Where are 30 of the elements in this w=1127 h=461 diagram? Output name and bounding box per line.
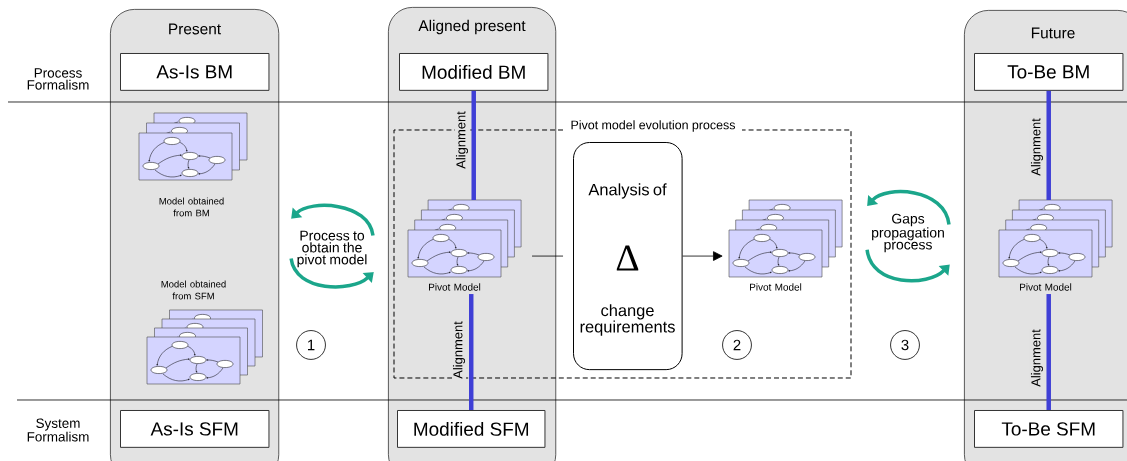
model-stack-drawing — [728, 199, 843, 278]
connector-line — [469, 294, 474, 410]
model-stack-drawing — [998, 199, 1113, 278]
connector-line — [1046, 294, 1051, 410]
callout-number: 2 — [722, 330, 752, 360]
model-stack-drawing — [138, 112, 248, 181]
caption-text: Model obtained from SFM — [161, 280, 226, 300]
text-box: As-Is SFM — [120, 410, 270, 448]
callout-number: 3 — [890, 330, 920, 360]
text-box: To-Be BM — [974, 53, 1124, 91]
callout-number: 1 — [296, 330, 326, 360]
process-label: Process to obtain the pivot model — [297, 230, 367, 268]
caption-text: Pivot Model — [750, 283, 802, 291]
connector-line — [531, 255, 564, 257]
connector-line — [1046, 90, 1051, 200]
process-box: Analysis of Δ change requirements — [573, 142, 683, 371]
caption-text: Model obtained from BM — [159, 197, 224, 217]
text-box: To-Be SFM — [974, 410, 1124, 448]
text-box: As-Is BM — [120, 53, 270, 91]
row-label: Process Formalism — [27, 68, 89, 90]
text-box: Modified SFM — [397, 410, 546, 448]
text-box: Modified BM — [399, 53, 549, 91]
model-stack-drawing — [146, 309, 263, 385]
row-label: System Formalism — [27, 418, 89, 442]
arrow — [682, 251, 723, 261]
caption-text: Pivot Model — [429, 283, 481, 291]
connector-line — [471, 90, 476, 200]
caption-text: Pivot Model — [1020, 283, 1072, 291]
process-label: Gaps propagation process — [872, 213, 944, 253]
model-stack-drawing — [407, 199, 522, 278]
